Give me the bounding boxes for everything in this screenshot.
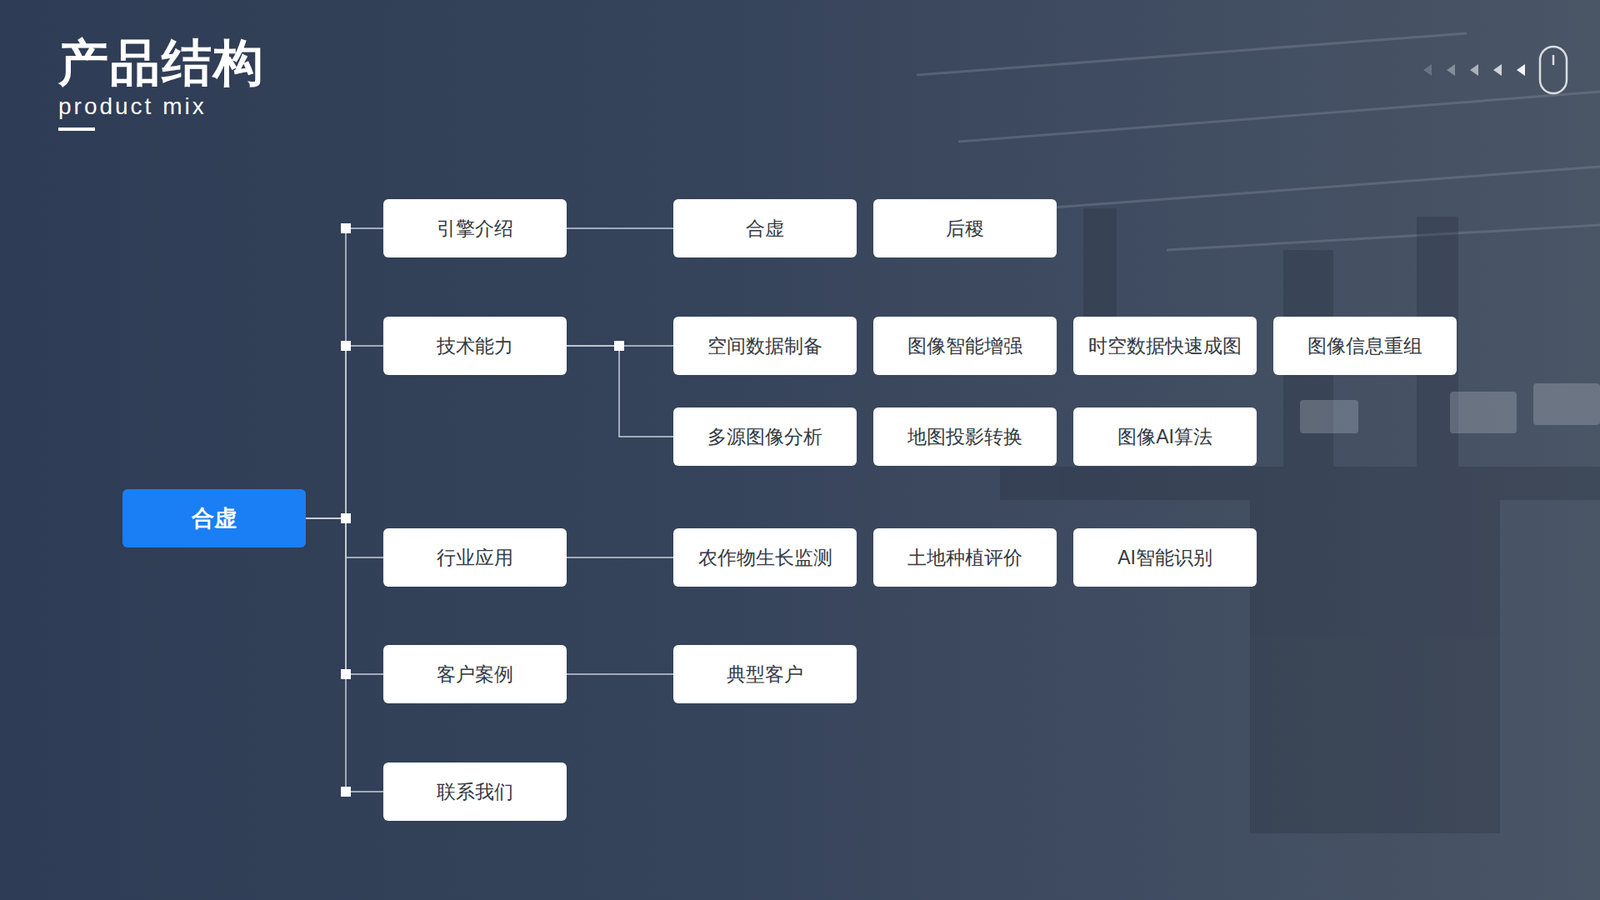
box-label: 农作物生长监测 [698,545,833,571]
junction-square [340,669,351,680]
topic-box: 引擎介绍 [383,199,567,258]
connector-line [305,228,384,519]
connector-line [566,345,674,437]
box-label: 技术能力 [436,333,514,360]
junction-square [614,340,625,351]
topic-box: 图像AI算法 [1073,407,1257,466]
connector-line [305,345,384,519]
topic-box: 联系我们 [383,762,567,821]
topic-box: 图像智能增强 [873,316,1057,375]
connector-line [305,518,384,558]
topic-box: 多源图像分析 [673,407,857,466]
page-title: 产品结构 [58,30,265,98]
box-label: 土地种植评价 [907,545,1023,571]
box-label: 客户案例 [436,661,514,688]
box-label: 联系我们 [436,779,514,805]
topic-box: 客户案例 [383,645,567,704]
topic-box: 时空数据快速成图 [1073,316,1257,375]
topic-box: 地图投影转换 [873,407,1057,466]
box-label: 合虚 [745,215,785,242]
title-underline [58,127,95,131]
topic-box: 土地种植评价 [873,528,1057,587]
topic-box: 行业应用 [383,528,567,587]
topic-box: 典型客户 [673,645,857,704]
box-label: AI智能识别 [1117,545,1213,571]
junction-square [340,513,351,524]
box-label: 时空数据快速成图 [1088,333,1242,360]
junction-square [340,223,351,234]
topic-box: 农作物生长监测 [673,528,857,587]
junction-square [340,786,351,797]
box-label: 图像智能增强 [907,333,1023,360]
scroll-icon [1423,46,1567,94]
topic-box: AI智能识别 [1073,528,1257,587]
connector-line [566,556,674,559]
connector-line [305,518,384,675]
box-label: 图像AI算法 [1117,424,1213,450]
topic-box: 图像信息重组 [1273,316,1457,375]
box-label: 典型客户 [726,661,804,688]
connector-line [566,673,674,675]
topic-box: 技术能力 [383,316,567,375]
box-label: 行业应用 [436,545,514,571]
topic-box: 合虚 [673,199,857,258]
box-label: 合虚 [191,503,237,534]
box-label: 后稷 [945,215,985,242]
box-label: 空间数据制备 [707,333,823,360]
connector-line [305,518,384,792]
root-box: 合虚 [122,489,306,548]
box-label: 地图投影转换 [907,424,1023,450]
subtitle: product mix [58,93,207,120]
topic-box: 空间数据制备 [673,316,857,375]
junction-square [340,340,351,351]
box-label: 引擎介绍 [436,215,514,242]
connector-line [566,227,674,230]
topic-box: 后稷 [873,199,1057,258]
box-label: 多源图像分析 [707,424,823,450]
box-label: 图像信息重组 [1307,333,1423,360]
